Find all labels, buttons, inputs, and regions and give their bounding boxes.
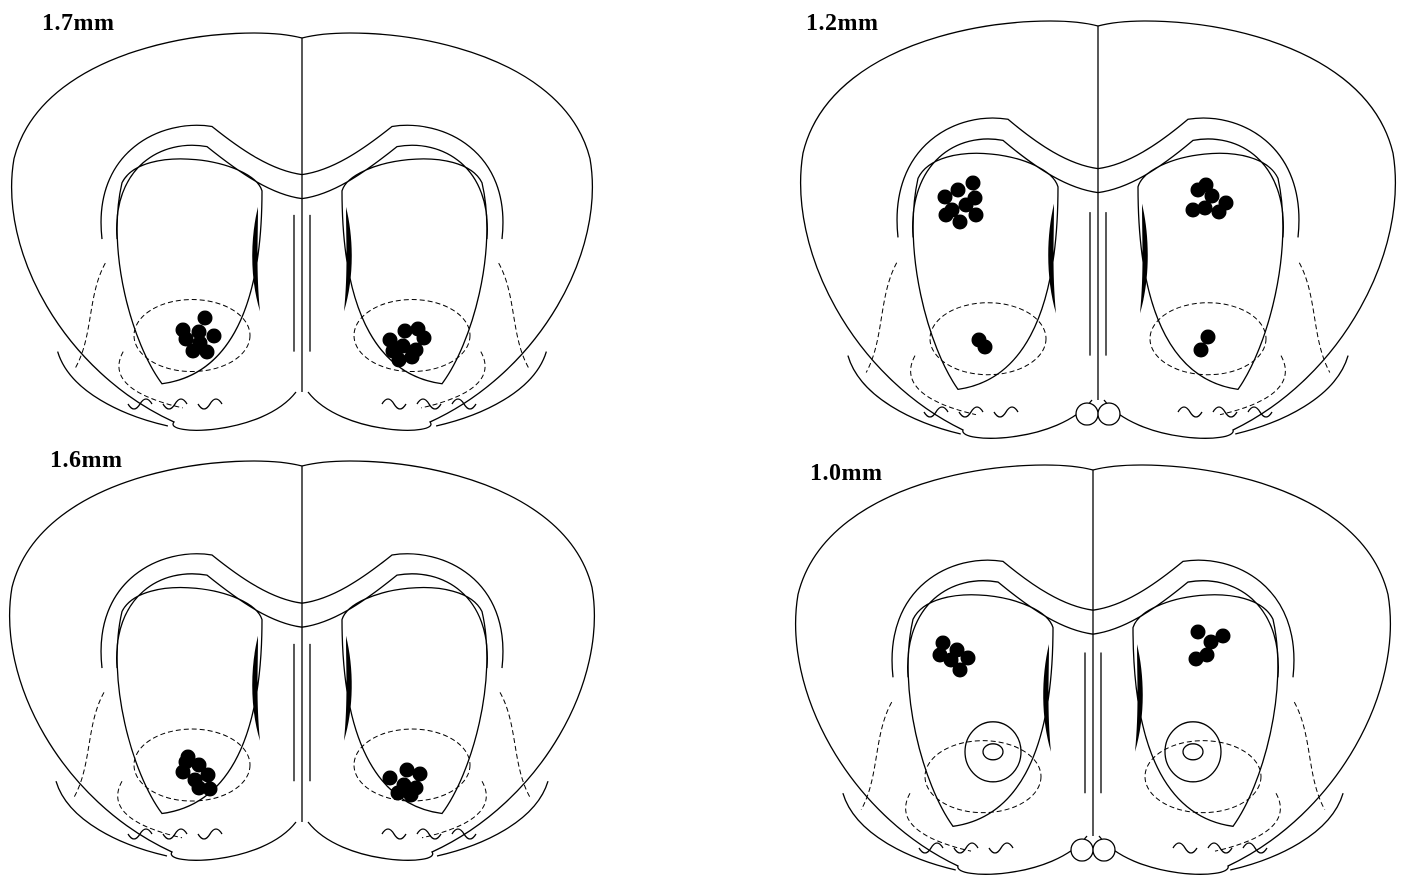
hemisphere-left-outline xyxy=(12,33,302,430)
injection-dot xyxy=(939,208,954,223)
injection-dot xyxy=(176,323,191,338)
base-structure-L2 xyxy=(128,399,152,409)
striatum-R xyxy=(1133,595,1278,827)
base-structure-L0 xyxy=(198,399,222,409)
injection-dot xyxy=(951,183,966,198)
base-structure-R0 xyxy=(382,399,406,409)
section-br xyxy=(796,465,1391,874)
ventricle-R xyxy=(1135,644,1143,752)
striatum-L xyxy=(908,595,1053,827)
injection-dot xyxy=(968,191,983,206)
section-tr xyxy=(801,21,1396,438)
injection-dot xyxy=(201,768,216,783)
injection-dot xyxy=(1212,205,1227,220)
cortex-boundary-R xyxy=(1294,702,1325,810)
olfactory-boundary-R xyxy=(1230,793,1343,870)
injection-dot xyxy=(192,325,207,340)
section-tl xyxy=(12,33,593,430)
ventricle-L xyxy=(252,636,260,741)
section-bl xyxy=(10,461,595,860)
base-structure-R0 xyxy=(1173,843,1197,853)
base-circle-right xyxy=(1093,839,1115,861)
injection-dot xyxy=(1199,178,1214,193)
injection-dot xyxy=(1216,629,1231,644)
injection-dot xyxy=(953,663,968,678)
injection-dot xyxy=(405,350,420,365)
injection-dot xyxy=(1194,343,1209,358)
injection-dot xyxy=(398,324,413,339)
injection-dot xyxy=(186,344,201,359)
ac-right-inner xyxy=(1183,744,1203,760)
injection-dot xyxy=(383,771,398,786)
injection-dot xyxy=(391,786,406,801)
striatum-R xyxy=(342,588,487,814)
injection-dot xyxy=(1201,330,1216,345)
ventral-boundary-L xyxy=(118,781,182,838)
base-structure-L1 xyxy=(954,843,978,853)
base-structure-L1 xyxy=(959,407,983,417)
injection-dot xyxy=(1189,652,1204,667)
ventricle-R xyxy=(344,636,352,741)
hemisphere-right-outline xyxy=(302,461,594,860)
injection-dot xyxy=(200,345,215,360)
injection-dot xyxy=(198,311,213,326)
base-circle-left xyxy=(1076,403,1098,425)
injection-dot xyxy=(972,333,987,348)
ventricle-R xyxy=(1140,204,1148,314)
base-structure-L0 xyxy=(994,407,1018,417)
ventricle-R xyxy=(344,207,352,312)
ac-left xyxy=(965,722,1021,782)
base-structure-L2 xyxy=(128,829,152,839)
olfactory-boundary-R xyxy=(436,352,546,426)
injection-dot xyxy=(966,176,981,191)
olfactory-boundary-L xyxy=(56,781,167,856)
ventricle-L xyxy=(1043,644,1051,752)
olfactory-boundary-R xyxy=(437,781,548,856)
ventral-boundary-R xyxy=(421,352,485,408)
injection-dot xyxy=(413,767,428,782)
base-structure-R2 xyxy=(452,399,476,409)
base-structure-L0 xyxy=(198,829,222,839)
cortex-boundary-R xyxy=(1299,263,1330,373)
injection-dot xyxy=(933,648,948,663)
base-circle-left xyxy=(1071,839,1093,861)
ac-right xyxy=(1165,722,1221,782)
injection-dot xyxy=(192,781,207,796)
ac-left-inner xyxy=(983,744,1003,760)
injection-dot xyxy=(409,781,424,796)
injection-dot xyxy=(411,322,426,337)
injection-dot xyxy=(400,763,415,778)
ventricle-L xyxy=(252,207,260,312)
base-structure-R2 xyxy=(452,829,476,839)
cortex-boundary-L xyxy=(861,702,892,810)
hemisphere-left-outline xyxy=(10,461,302,860)
ventral-boundary-L xyxy=(119,352,183,408)
base-structure-R1 xyxy=(1213,407,1237,417)
base-circle-right xyxy=(1098,403,1120,425)
injection-dot xyxy=(938,190,953,205)
injection-dot xyxy=(1191,625,1206,640)
olfactory-boundary-R xyxy=(1235,356,1348,434)
ventricle-L xyxy=(1048,204,1056,314)
olfactory-boundary-L xyxy=(848,356,961,434)
base-structure-R0 xyxy=(1178,407,1202,417)
ventral-boundary-R xyxy=(422,781,486,838)
base-structure-R1 xyxy=(1208,843,1232,853)
injection-dot xyxy=(179,755,194,770)
base-structure-L0 xyxy=(989,843,1013,853)
olfactory-boundary-L xyxy=(58,352,168,426)
olfactory-boundary-L xyxy=(843,793,956,870)
cortex-boundary-L xyxy=(866,263,897,373)
injection-dot xyxy=(953,215,968,230)
injection-dot xyxy=(969,208,984,223)
hemisphere-right-outline xyxy=(302,33,592,430)
injection-dot xyxy=(1186,203,1201,218)
injection-dot xyxy=(207,329,222,344)
base-structure-R0 xyxy=(382,829,406,839)
injection-dot xyxy=(386,344,401,359)
